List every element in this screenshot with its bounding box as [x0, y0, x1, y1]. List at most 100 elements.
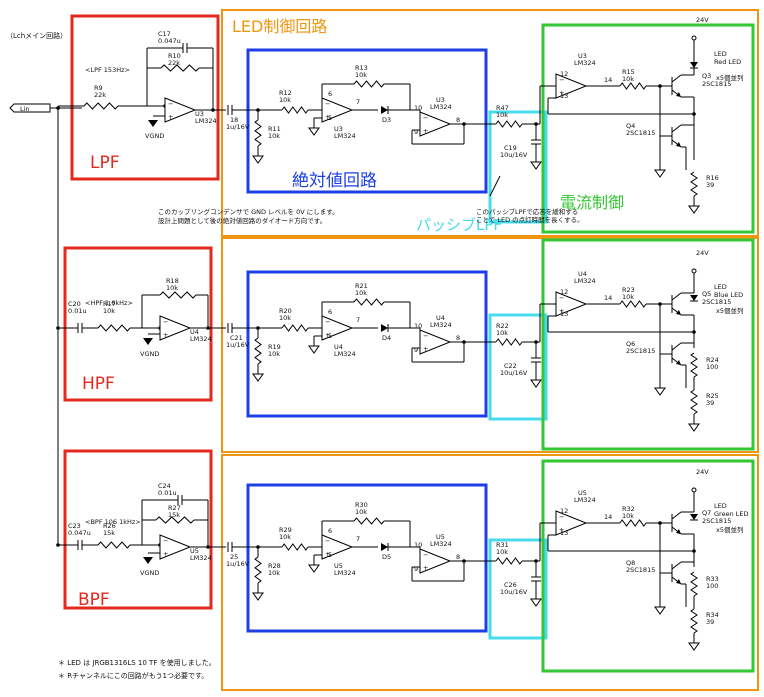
vgnd-label: VGND — [140, 569, 159, 577]
led-symbol — [690, 295, 698, 301]
passive-r-name: R22 — [496, 322, 509, 330]
led-control-frame-2 — [221, 237, 759, 453]
buffer-opamp — [419, 329, 452, 355]
current-frame-3 — [541, 459, 755, 673]
led-subtext: x5個並列 — [716, 525, 743, 534]
opamp-plus-sign: + — [559, 526, 564, 534]
q-bot-name: Q4 — [626, 122, 635, 130]
pin-o3: 14 — [604, 76, 612, 84]
diode-symbol — [381, 543, 388, 551]
lpf-note-2: ことで LED の点灯時間を長くする。 — [476, 215, 584, 224]
opamp-plus-sign: + — [325, 550, 330, 558]
led-name: LED — [714, 283, 727, 291]
pin-out: 7 — [356, 98, 360, 106]
bias-r-value: 10k — [268, 132, 280, 140]
vgnd-symbol — [148, 120, 158, 127]
diode-name: D4 — [382, 334, 391, 342]
junction-dot — [462, 340, 466, 344]
buffer-ref: U4 — [436, 314, 445, 322]
junction-dot — [534, 340, 538, 344]
transistor-collector — [671, 124, 682, 133]
transistor-arrow — [676, 579, 681, 584]
filter-frame-hpf — [63, 246, 213, 402]
vgnd-symbol — [143, 557, 153, 564]
ri-name: R26 — [103, 522, 116, 530]
ground-symbol — [308, 564, 320, 573]
q-top-name: Q3 — [702, 72, 711, 80]
c-in-name: C20 — [68, 300, 81, 308]
junction-dot — [534, 122, 538, 126]
r-mid-value: 100 — [706, 363, 718, 371]
junction-dot — [206, 545, 210, 549]
coupling-note-1: このカップリングコンデンサで GND レベルを 0V にします。 — [158, 207, 339, 216]
opamp-plus-sign: + — [423, 127, 428, 135]
passive-c-name: C19 — [504, 144, 517, 152]
current-opamp — [555, 510, 588, 536]
pin-c: 10 — [414, 541, 422, 549]
cf-value: 0.01u — [158, 489, 177, 497]
led-color: Red LED — [714, 58, 741, 66]
passive-lpf-frame-1 — [488, 110, 548, 224]
passive-c-name: C26 — [504, 581, 517, 589]
resistor-symbol — [690, 608, 698, 634]
led-control-title: LED制御回路 — [232, 17, 327, 36]
resistor-symbol — [254, 556, 262, 584]
note-arrow — [489, 175, 501, 197]
led-symbol — [690, 514, 698, 520]
abs-opamp-type: LM324 — [334, 569, 356, 577]
current-opamp-ref: U5 — [578, 489, 587, 497]
cf-name: C24 — [158, 482, 171, 490]
ri-name: R9 — [94, 84, 103, 92]
junction-dot — [256, 545, 260, 549]
junction-dot — [211, 108, 215, 112]
passive-r-value: 10k — [496, 548, 508, 556]
q-top-type: 2SC1815 — [702, 517, 731, 525]
opamp-minus-sign: − — [423, 332, 428, 340]
resistor-symbol — [97, 324, 131, 332]
footer-note-2: ＊ Rチャンネルにこの回路がもう1つ必要です。 — [58, 671, 208, 680]
r-mid-name: R33 — [706, 575, 719, 583]
transistor-collector — [671, 342, 682, 351]
passive-r-value: 10k — [496, 111, 508, 119]
resistor-symbol — [353, 298, 385, 306]
led-control-frame-3 — [221, 454, 759, 691]
resistor-symbol — [97, 541, 131, 549]
opamp-plus-sign: + — [559, 89, 564, 97]
filter-frame-bpf — [63, 449, 213, 610]
opamp-plus-sign: + — [168, 113, 173, 121]
rb-value: 10k — [622, 75, 634, 83]
resistor-symbol — [690, 352, 698, 378]
current-opamp-type: LM324 — [574, 277, 596, 285]
ri-value: 15k — [103, 529, 115, 537]
pin-d: 9 — [414, 346, 418, 354]
vgnd-label: VGND — [140, 350, 159, 358]
supply-terminal — [691, 35, 697, 41]
ground-symbol — [688, 205, 700, 214]
bias-r-name: R28 — [268, 562, 281, 570]
opamp-plus-sign: + — [325, 113, 330, 121]
abs-r-fb-value: 10k — [355, 289, 367, 297]
ground-symbol — [530, 161, 542, 170]
led-subtext: x5個並列 — [716, 306, 743, 315]
ri-value: 10k — [103, 307, 115, 315]
junction-dot — [462, 559, 466, 563]
abs-r-fb-value: 10k — [355, 508, 367, 516]
passive-r-value: 10k — [496, 329, 508, 337]
led-name: LED — [714, 50, 727, 58]
resistor-symbol — [495, 120, 523, 128]
abs-r-in-name: R29 — [279, 526, 292, 534]
filter-label-hpf: HPF — [82, 374, 115, 394]
abs-r-in-name: R20 — [279, 307, 292, 315]
ri-name: R17 — [103, 300, 116, 308]
junction-dot — [462, 122, 466, 126]
opamp-minus-sign: − — [163, 318, 168, 326]
re-name: R25 — [706, 392, 719, 400]
pin-c: 10 — [414, 104, 422, 112]
pin-o3: 14 — [604, 513, 612, 521]
footer-note-1: ＊ LED は JRGB1316LS 10 TF を使用しました。 — [58, 658, 216, 667]
current-frame-1 — [541, 23, 755, 234]
opamp-type: LM324 — [195, 117, 217, 125]
diode-name: D5 — [382, 553, 391, 561]
pin-out: 7 — [356, 535, 360, 543]
supply-terminal — [691, 268, 697, 274]
